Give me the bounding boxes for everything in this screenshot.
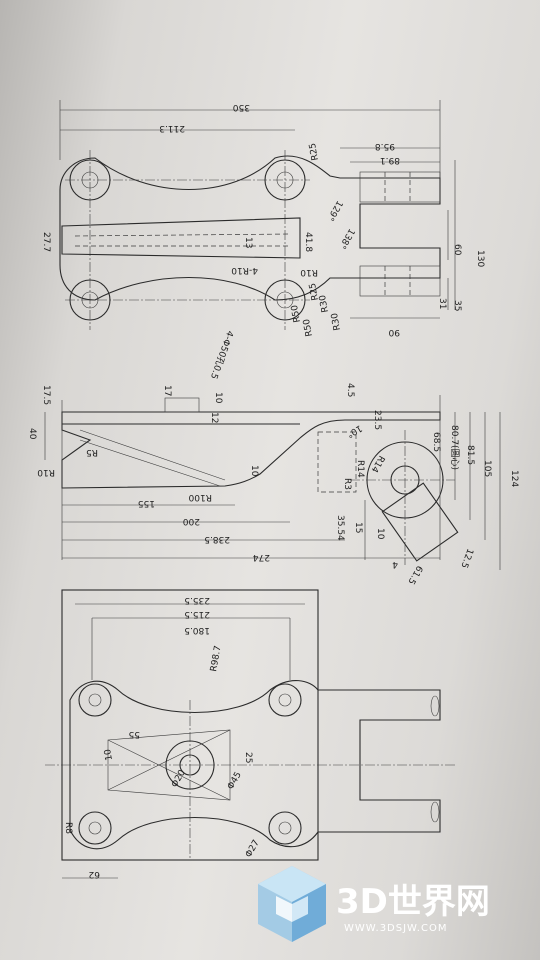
dim-bottom-7: Φ45 bbox=[226, 770, 244, 791]
dim-bottom-5: 10 bbox=[103, 748, 115, 761]
dim-side-9: 12 bbox=[209, 412, 219, 423]
dim-side-3: 17 bbox=[162, 385, 172, 396]
top-view bbox=[59, 100, 456, 330]
dim-side-28: 12.5 bbox=[458, 547, 474, 569]
dim-side-22: R14 bbox=[355, 460, 365, 478]
dim-top-14: 90 bbox=[388, 327, 400, 337]
dim-side-14: 105 bbox=[482, 460, 492, 477]
dim-top-17: 41.8 bbox=[303, 232, 313, 252]
dim-top-9: R50 bbox=[290, 304, 303, 323]
dim-top-7: R30 bbox=[330, 312, 343, 331]
dim-side-24: 35.54 bbox=[335, 515, 345, 541]
dim-top-20: 4-Φ50孔0.5 bbox=[208, 329, 236, 381]
dim-bottom-11: Φ27 bbox=[244, 838, 262, 859]
dim-side-16: R100 bbox=[188, 492, 212, 502]
dim-side-25: 15 bbox=[353, 522, 363, 533]
dim-side-18: 200 bbox=[183, 516, 200, 526]
dim-side-8: 10 bbox=[249, 465, 259, 477]
dim-bottom-3: R98.7 bbox=[209, 645, 223, 673]
dim-side-1: 40 bbox=[27, 428, 37, 440]
dim-side-13: 81.5 bbox=[465, 445, 475, 465]
dim-top-11: 60 bbox=[452, 244, 462, 256]
dim-top-5: R25 bbox=[308, 282, 321, 301]
dim-side-4: 10 bbox=[213, 392, 223, 404]
dim-top-10: 130 bbox=[475, 250, 485, 267]
dim-top-19: 4-R10 bbox=[231, 265, 258, 275]
dim-side-10: R5 bbox=[86, 447, 98, 457]
dim-bottom-1: 215.5 bbox=[184, 609, 210, 619]
side-view bbox=[44, 395, 501, 570]
dim-bottom-0: 235.5 bbox=[184, 595, 210, 605]
watermark-url: WWW.3DSJW.COM bbox=[344, 923, 447, 934]
dim-top-4: R25 bbox=[308, 142, 321, 161]
dim-bottom-6: Φ20 bbox=[170, 768, 188, 789]
dim-side-6: 10° bbox=[345, 422, 364, 439]
dim-bottom-4: 55 bbox=[129, 729, 140, 739]
dim-side-19: 238.5 bbox=[204, 534, 230, 544]
dim-top-2: 95.8 bbox=[375, 141, 395, 151]
dim-top-21: 129° bbox=[325, 199, 345, 223]
dim-top-15: 27.7 bbox=[41, 232, 51, 252]
watermark-brand: 3D世界网 bbox=[336, 882, 490, 922]
dim-bottom-2: 180.5 bbox=[184, 625, 210, 635]
dim-side-12: 80.7(圆心) bbox=[449, 425, 460, 470]
dim-side-15: 124 bbox=[509, 470, 519, 487]
dim-side-2: R10 bbox=[37, 467, 55, 477]
dim-side-7: 23.5 bbox=[372, 410, 382, 430]
dim-top-12: 35 bbox=[452, 300, 462, 311]
dim-side-21: R3 bbox=[342, 478, 352, 490]
dim-side-5: 4.5 bbox=[345, 383, 355, 397]
dim-top-8: R50 bbox=[302, 318, 315, 337]
dim-side-11: 68.5 bbox=[431, 432, 441, 452]
dim-top-3: 89.1 bbox=[380, 155, 400, 165]
dim-top-13: 31 bbox=[437, 298, 447, 309]
dim-top-18: R10 bbox=[300, 267, 318, 277]
bottom-view bbox=[45, 589, 455, 879]
dim-top-1: 211.3 bbox=[159, 123, 185, 133]
watermark-logo: 3D世界网 WWW.3DSJW.COM bbox=[258, 866, 490, 942]
dim-top-0: 350 bbox=[233, 102, 250, 112]
dim-side-27: 61.5 bbox=[405, 564, 424, 586]
dim-side-20: 274 bbox=[253, 552, 270, 562]
dim-top-16: 13 bbox=[243, 237, 253, 248]
dim-side-17: 155 bbox=[138, 498, 155, 508]
dim-top-6: R30 bbox=[318, 294, 331, 313]
dim-side-0: 17.5 bbox=[41, 385, 51, 405]
dim-top-22: 138° bbox=[337, 227, 357, 251]
dim-side-29: 4 bbox=[392, 559, 398, 569]
dim-bottom-9: R8 bbox=[63, 822, 73, 834]
dim-bottom-10: 62 bbox=[89, 869, 100, 879]
dim-side-26: 10 bbox=[375, 528, 385, 540]
dim-bottom-8: 25 bbox=[243, 752, 253, 763]
